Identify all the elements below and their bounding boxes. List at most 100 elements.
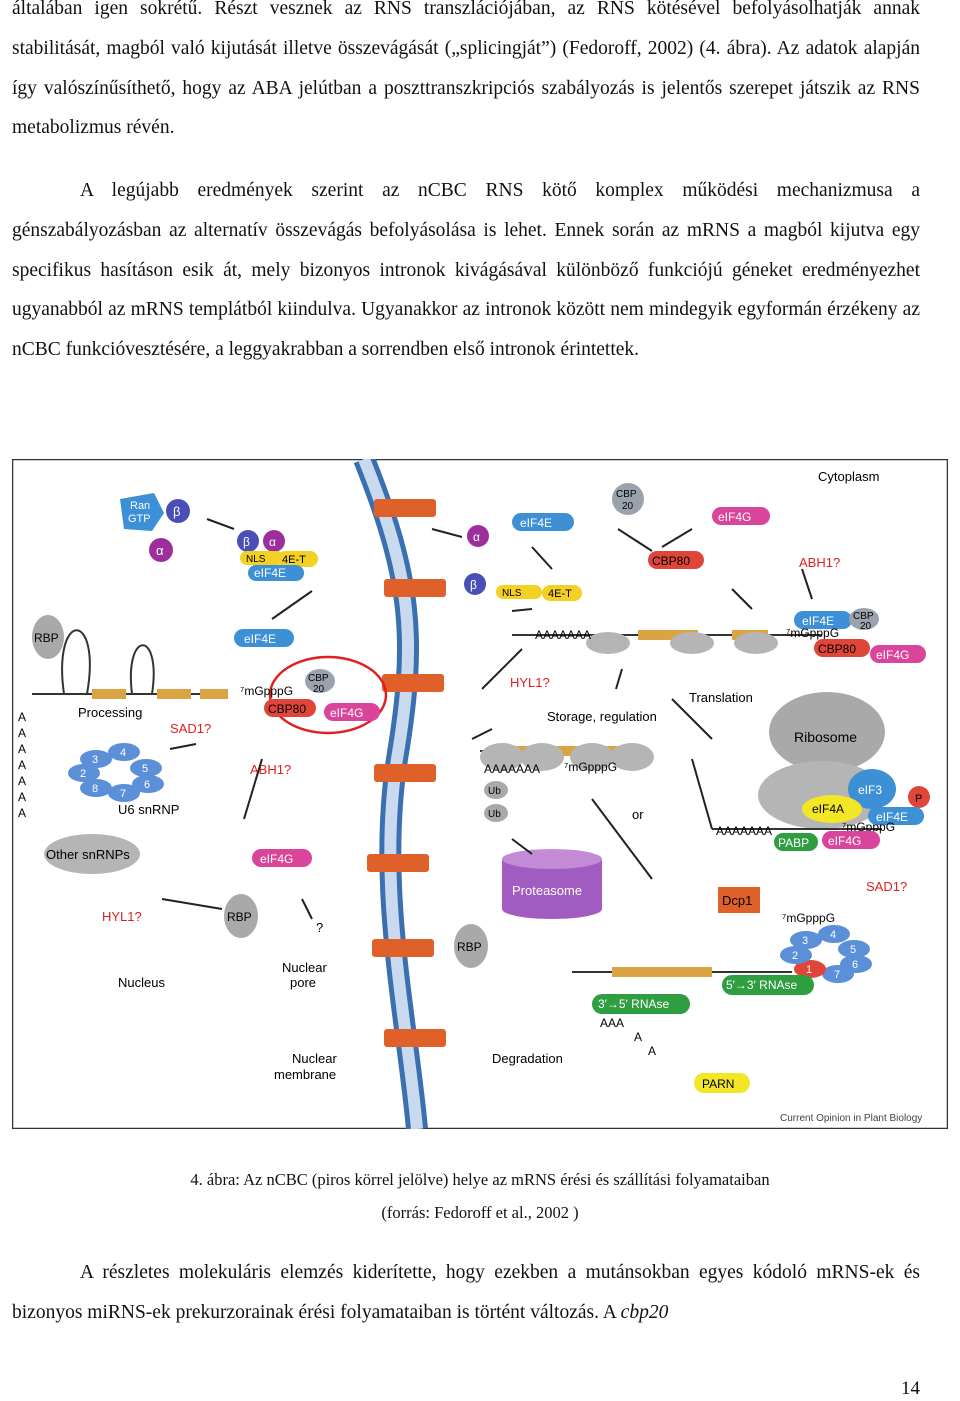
svg-text:AAAAAAA: AAAAAAA (484, 762, 540, 776)
svg-text:eIF4E: eIF4E (520, 516, 552, 530)
figure-mrna-processing-diagram: Cytoplasm Ran GTP β α β α NLS 4E-T eIF4E… (12, 459, 948, 1129)
beta-label-2: β (243, 535, 250, 549)
nuclear-pores (367, 499, 446, 1047)
other-snrnps (44, 834, 140, 874)
label-nuclear-membrane: Nuclear (292, 1051, 337, 1066)
svg-text:β: β (470, 578, 477, 592)
svg-text:6: 6 (852, 959, 858, 971)
paragraph-ncbc: A legújabb eredmények szerint az nCBC RN… (12, 180, 920, 361)
parn (694, 1073, 750, 1093)
label-hyl1-right: HYL1? (510, 675, 550, 690)
ran-label: Ran (130, 500, 150, 512)
eif4e-nuclear (234, 629, 294, 647)
svg-text:eIF3: eIF3 (858, 783, 882, 797)
svg-text:NLS: NLS (502, 588, 522, 599)
svg-text:CBP: CBP (308, 673, 329, 684)
svg-text:8: 8 (92, 783, 98, 795)
paragraph-molecular: A részletes molekuláris elemzés kideríte… (12, 1253, 920, 1333)
rbp-protein-2 (224, 894, 258, 938)
label-processing: Processing (78, 705, 142, 720)
svg-text:?: ? (316, 920, 323, 935)
exon-blocks-left (92, 689, 228, 699)
paragraph-intro: általában igen sokrétű. Részt vesznek az… (12, 0, 920, 139)
svg-text:PABP: PABP (778, 836, 809, 850)
svg-text:CBP80: CBP80 (268, 702, 306, 716)
svg-text:5: 5 (142, 763, 148, 775)
alpha-label: α (156, 543, 164, 558)
lsm-ring-right: 3 4 5 6 7 1 2 (780, 925, 872, 983)
figure-caption-source: (forrás: Fedoroff et al., 2002 ) (381, 1203, 579, 1222)
svg-text:7: 7 (120, 788, 126, 800)
label-abh1-right: ABH1? (799, 555, 840, 570)
label-sad1: SAD1? (170, 721, 211, 736)
eif4e-cyto (512, 513, 574, 531)
svg-text:20: 20 (313, 684, 325, 695)
svg-text:α: α (473, 530, 480, 544)
import-complex: β α NLS 4E-T eIF4E (237, 530, 318, 581)
label-abh1-left: ABH1? (250, 762, 291, 777)
svg-text:A: A (648, 1044, 656, 1058)
svg-text:CBP80: CBP80 (652, 554, 690, 568)
svg-text:2: 2 (80, 768, 86, 780)
svg-text:⁷mGpppG: ⁷mGpppG (240, 684, 293, 698)
svg-text:eIF4E: eIF4E (802, 614, 834, 628)
svg-text:membrane: membrane (274, 1067, 336, 1082)
alpha-label-2: α (269, 535, 276, 549)
svg-text:4: 4 (120, 747, 126, 759)
polya-column: A A A A A A A (18, 710, 26, 820)
eif4g-nuclear (252, 849, 312, 867)
svg-text:P: P (915, 793, 922, 805)
svg-text:eIF4E: eIF4E (876, 810, 908, 824)
label-35-rnase: 3′→5′ RNAse (598, 997, 670, 1011)
svg-text:6: 6 (144, 779, 150, 791)
label-cytoplasm: Cytoplasm (818, 469, 879, 484)
label-other-snrnps: Other snRNPs (46, 847, 130, 862)
svg-text:RBP: RBP (457, 940, 482, 954)
ribosome-large (769, 692, 885, 772)
ncbc-complex-highlight: ⁷mGpppG CBP 20 CBP80 eIF4G (240, 655, 388, 735)
gtp-label: GTP (128, 513, 151, 525)
cbp80-cyto (648, 551, 704, 569)
svg-text:Dcp1: Dcp1 (722, 893, 752, 908)
gene-name-cbp20: cbp20 (620, 1301, 669, 1323)
svg-text:A: A (18, 774, 26, 788)
svg-text:RBP: RBP (227, 910, 252, 924)
svg-text:CBP80: CBP80 (818, 642, 856, 656)
svg-text:A: A (18, 758, 26, 772)
label-u6-snrnp: U6 snRNP (118, 802, 179, 817)
svg-text:A: A (18, 790, 26, 804)
label-or: or (632, 807, 644, 822)
svg-text:eIF4A: eIF4A (812, 802, 844, 816)
svg-text:20: 20 (860, 621, 872, 632)
svg-text:4: 4 (830, 929, 836, 941)
svg-text:2: 2 (792, 950, 798, 962)
svg-text:eIF4G: eIF4G (718, 510, 751, 524)
svg-text:Ub: Ub (488, 809, 501, 820)
svg-text:3: 3 (802, 935, 808, 947)
rbp-protein (32, 615, 64, 659)
eif4e-label: eIF4E (254, 566, 286, 580)
svg-text:5: 5 (850, 944, 856, 956)
svg-text:A: A (18, 726, 26, 740)
svg-text:eIF4G: eIF4G (330, 706, 363, 720)
beta-label: β (173, 504, 180, 519)
svg-text:eIF4G: eIF4G (876, 648, 909, 662)
cbp20-cyto (612, 483, 644, 515)
label-nucleus: Nucleus (118, 975, 165, 990)
svg-text:CBP: CBP (853, 611, 874, 622)
nls-label: NLS (246, 554, 266, 565)
svg-text:20: 20 (622, 501, 634, 512)
svg-text:⁷mGpppG: ⁷mGpppG (782, 911, 835, 925)
svg-text:AAA: AAA (600, 1016, 624, 1030)
svg-text:⁷mGpppG: ⁷mGpppG (786, 626, 839, 640)
svg-text:AAAAAAA: AAAAAAA (535, 628, 591, 642)
svg-text:4E-T: 4E-T (548, 588, 572, 600)
e4t-label: 4E-T (282, 554, 306, 566)
svg-text:SAD1?: SAD1? (866, 879, 907, 894)
svg-text:Ub: Ub (488, 786, 501, 797)
label-translation: Translation (689, 690, 753, 705)
svg-text:pore: pore (290, 975, 316, 990)
label-nuclear-pore: Nuclear (282, 960, 327, 975)
svg-text:A: A (18, 710, 26, 724)
label-degradation: Degradation (492, 1051, 563, 1066)
